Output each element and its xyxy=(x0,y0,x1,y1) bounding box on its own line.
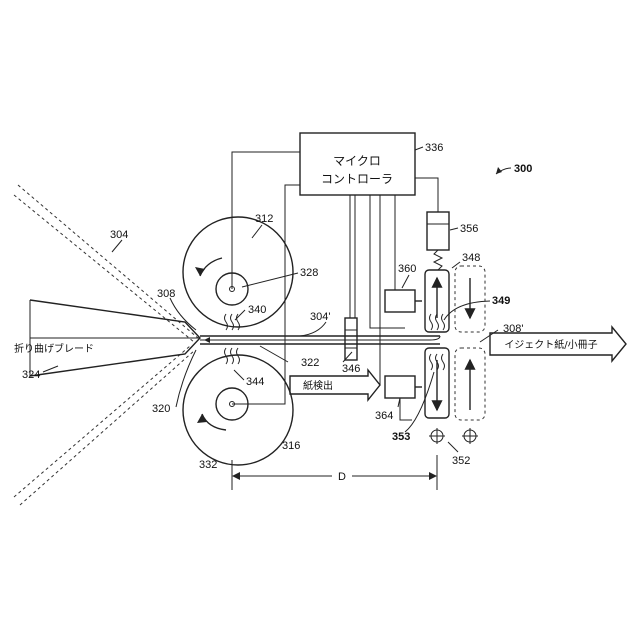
actuator-360 xyxy=(385,290,422,312)
ref-304: 304 xyxy=(110,229,128,241)
fold-blade-label: 折り曲げブレード xyxy=(14,342,94,355)
ref-300: 300 xyxy=(514,163,532,175)
fold-blade xyxy=(30,300,200,376)
paper-path xyxy=(200,336,440,344)
ref-320: 320 xyxy=(152,403,170,415)
ref-336: 336 xyxy=(425,142,443,154)
ref-364: 364 xyxy=(375,410,393,422)
ref-352: 352 xyxy=(452,455,470,467)
leader-lines xyxy=(43,147,511,452)
component-356 xyxy=(427,212,449,270)
ref-332: 332 xyxy=(199,459,217,471)
controller-label-line2: コントローラ xyxy=(321,172,393,186)
ref-316: 316 xyxy=(282,440,300,452)
press-plate-352 xyxy=(425,348,485,444)
ref-356: 356 xyxy=(460,223,478,235)
ref-308p: 308' xyxy=(503,323,523,335)
ref-348: 348 xyxy=(462,252,480,264)
ref-360: 360 xyxy=(398,263,416,275)
controller-label-line1: マイクロ xyxy=(333,154,381,168)
ref-346: 346 xyxy=(342,363,360,375)
ref-312: 312 xyxy=(255,213,273,225)
press-plate-348 xyxy=(425,266,485,332)
ref-353: 353 xyxy=(392,431,410,443)
ref-349: 349 xyxy=(492,295,510,307)
paper-sheet-lower xyxy=(14,346,195,505)
lower-roller xyxy=(183,355,293,465)
ref-340: 340 xyxy=(248,304,266,316)
eject-label: イジェクト紙/小冊子 xyxy=(504,338,597,351)
upper-roller xyxy=(183,217,293,327)
ref-322: 322 xyxy=(301,357,319,369)
ref-328: 328 xyxy=(300,267,318,279)
ref-304p: 304' xyxy=(310,311,330,323)
paper-sheet-upper xyxy=(14,185,198,342)
distance-label: D xyxy=(338,471,346,483)
ref-308: 308 xyxy=(157,288,175,300)
distance-d xyxy=(232,455,437,490)
paper-detect-label: 紙検出 xyxy=(303,379,333,392)
ref-344: 344 xyxy=(246,376,264,388)
ref-324: 324 xyxy=(22,369,40,381)
